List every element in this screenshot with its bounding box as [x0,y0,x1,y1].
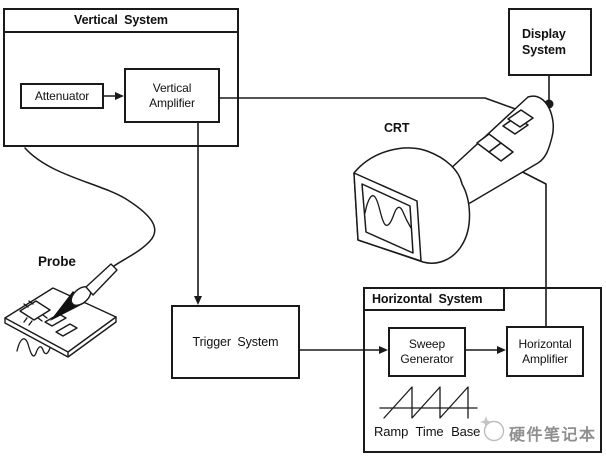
connector-vertical-amplifier-to-crt [219,97,522,112]
vertical-system-title: Vertical System [5,10,237,33]
display-system-box: Display System [508,8,592,76]
ic-chip [19,300,51,321]
trigger-system-box: Trigger System [171,305,300,379]
ramp-time-base-label: Ramp Time Base [374,424,481,439]
vertical-amplifier-label: Vertical Amplifier [149,80,195,110]
connector-vertical-amplifier-to-trigger [194,122,202,305]
probe-cable [24,147,156,267]
probe-collar [70,286,92,306]
watermark-text: 硬件笔记本 [509,427,597,444]
horizontal-system-title: Horizontal System [363,287,505,311]
connector-display-to-crt [544,75,554,109]
probe-label: Probe [38,254,76,269]
trigger-system-label: Trigger System [192,334,279,349]
signal-squiggle [16,338,51,357]
board-component [44,313,67,327]
crt-label: CRT [384,121,410,135]
probe-tip [50,291,85,321]
horizontal-amplifier-label: Horizontal Amplifier [518,336,572,366]
horizontal-amplifier-box: Horizontal Amplifier [506,326,584,377]
crt-horizontal-plates [476,133,514,162]
probe-illustration [4,263,118,358]
probe-handle [85,263,118,296]
sweep-generator-box: Sweep Generator [388,327,466,377]
sweep-generator-label: Sweep Generator [400,337,454,366]
crt-vertical-plates [502,109,534,135]
attenuator-label: Attenuator [34,88,90,103]
display-system-label: Display System [522,27,566,57]
crt-screen-waveform [364,195,412,229]
board-component [55,323,78,337]
vertical-amplifier-box: Vertical Amplifier [124,68,220,123]
attenuator-box: Attenuator [20,83,104,109]
